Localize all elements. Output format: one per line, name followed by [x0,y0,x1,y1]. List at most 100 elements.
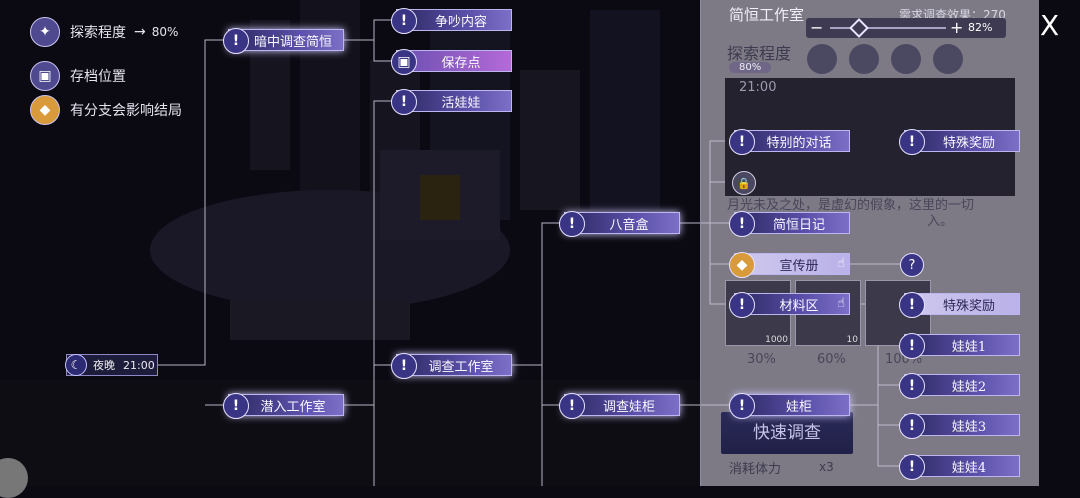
node-label: 娃柜 [785,399,812,415]
node-label: 材料区 [779,298,819,314]
card-caption: 10 [846,335,858,345]
zoom-track[interactable] [830,27,946,29]
quick-investigate-button[interactable]: 快速调查 [721,412,853,454]
branch-flame-icon: ◆ [729,252,755,278]
gamepad-tool-icon[interactable] [849,44,879,74]
node-label: 特殊奖励 [942,135,995,151]
alert-icon: ! [729,211,755,237]
start-node-night[interactable]: ☾ 夜晚 21:00 [65,354,158,376]
node-doll-3[interactable]: ! 娃娃3 [899,413,1020,439]
alert-icon: ! [729,129,755,155]
panel-description: 月光未及之处，是虚幻的假象，这里的一切 入。 [727,198,1027,230]
node-label: 娃娃3 [951,419,987,435]
zoom-value: 82% [968,21,993,34]
node-label: 调查娃柜 [602,399,655,415]
node-label: 特殊奖励 [942,298,995,314]
puzzle-icon: ✦ [30,17,60,47]
puzzle-tool-icon[interactable] [807,44,837,74]
branch-flame-icon: ◆ [30,95,60,125]
node-doll-2[interactable]: ! 娃娃2 [899,373,1020,399]
node-living-doll[interactable]: ! 活娃娃 [391,89,512,115]
node-label: 保存点 [441,55,481,71]
node-doll-4[interactable]: ! 娃娃4 [899,454,1020,480]
node-secret-investigation[interactable]: ! 暗中调查简恒 [223,28,344,54]
alert-icon: ! [223,393,249,419]
legend-arrow: → [134,24,146,40]
node-quarrel[interactable]: ! 争吵内容 [391,8,512,34]
panel-explore-label: 探索程度 [727,44,792,63]
node-label: 潜入工作室 [260,399,326,415]
stamina-label: 消耗体力 [729,462,782,477]
zoom-in-button[interactable]: + [950,18,964,37]
alert-icon: ! [899,413,925,439]
node-label: 宣传册 [779,258,819,274]
zoom-control[interactable]: − + 82% [806,18,1006,38]
panel-explore-badge: 80% [729,62,772,73]
node-special-dialogue[interactable]: ! 特别的对话 [729,129,850,155]
node-label: 八音盒 [609,217,649,233]
start-label: 夜晚 [93,359,115,372]
legend-explore-value: 80% [151,25,179,39]
node-music-box[interactable]: ! 八音盒 [559,211,680,237]
unknown-node-icon[interactable]: ? [900,253,924,277]
node-brochure[interactable]: ◆ 宣传册 ☝ [729,252,850,278]
alert-icon: ! [899,333,925,359]
node-label: 娃娃4 [951,460,987,476]
alert-icon: ! [899,373,925,399]
lock-icon[interactable]: 🔒 [732,171,756,195]
card-caption: 1000 [765,335,788,345]
stamina-count: x3 [819,460,834,474]
node-special-reward[interactable]: ! 特殊奖励 [899,129,1020,155]
alert-icon: ! [391,89,417,115]
alert-icon: ! [899,129,925,155]
alert-icon: ! [391,8,417,34]
node-investigate-studio[interactable]: ! 调查工作室 [391,353,512,379]
alert-icon: ! [391,353,417,379]
alert-icon: ! [729,393,755,419]
legend-explore: ✦ 探索程度 → 80% [30,17,178,47]
node-investigate-cabinet[interactable]: ! 调查娃柜 [559,393,680,419]
alert-icon: ! [223,28,249,54]
legend-branch-label: 有分支会影响结局 [70,103,182,119]
zoom-out-button[interactable]: − [810,18,824,37]
box-tool-icon[interactable] [891,44,921,74]
alert-icon: ! [899,454,925,480]
alert-icon: ! [559,393,585,419]
description-line1: 月光未及之处，是虚幻的假象，这里的一切 [727,198,975,213]
legend-explore-label: 探索程度 [70,25,126,41]
node-doll-cabinet[interactable]: ! 娃柜 [729,393,850,419]
node-label: 娃娃2 [951,379,987,395]
node-diary[interactable]: ! 简恒日记 [729,211,850,237]
save-box-icon: ▣ [30,61,60,91]
node-material-area[interactable]: ! 材料区 ☝ [729,292,850,318]
zoom-slider-handle[interactable] [849,18,869,38]
photo-time: 21:00 [739,80,777,95]
save-box-icon: ▣ [391,49,417,75]
node-save-point[interactable]: ▣ 保存点 [391,49,512,75]
node-special-reward-2[interactable]: ! 特殊奖励 [899,292,1020,318]
node-label: 暗中调查简恒 [253,34,332,50]
node-label: 简恒日记 [772,217,825,233]
hand-pointer-icon: ☝ [837,296,845,311]
node-label: 娃娃1 [951,339,987,355]
moon-icon: ☾ [65,354,87,376]
reward-percent: 30% [747,352,776,367]
legend-save: ▣ 存档位置 [30,61,126,91]
panel-title: 简恒工作室 [729,6,805,24]
hand-pointer-icon: ☝ [837,256,845,271]
node-sneak-studio[interactable]: ! 潜入工作室 [223,393,344,419]
alert-icon: ! [729,292,755,318]
node-label: 特别的对话 [766,135,832,151]
node-doll-1[interactable]: ! 娃娃1 [899,333,1020,359]
node-label: 争吵内容 [434,14,487,30]
node-label: 调查工作室 [428,359,494,375]
reward-percent: 60% [817,352,846,367]
start-time: 21:00 [123,358,155,372]
node-label: 活娃娃 [441,95,481,111]
legend-branch: ◆ 有分支会影响结局 [30,95,182,125]
puzzle-piece-tool-icon[interactable] [933,44,963,74]
description-line2: 入。 [927,214,954,229]
legend-save-label: 存档位置 [70,69,126,85]
alert-icon: ! [899,292,925,318]
close-button[interactable]: X [1040,9,1060,42]
